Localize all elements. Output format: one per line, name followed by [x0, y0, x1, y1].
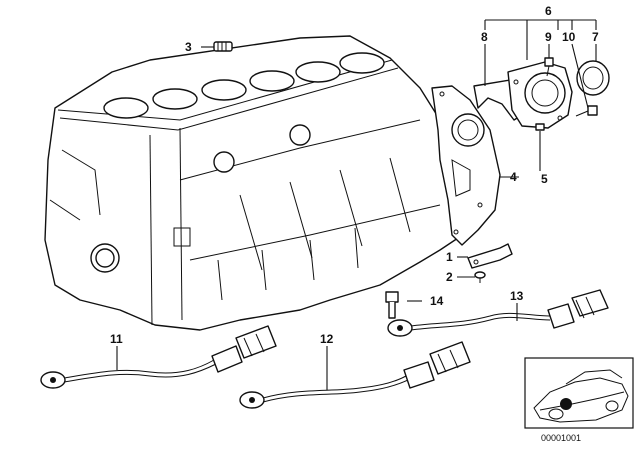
callout-3: 3 — [185, 40, 192, 54]
part-1-bracket[interactable] — [467, 243, 513, 269]
car-location-inset[interactable] — [524, 357, 634, 429]
callout-10: 10 — [562, 30, 576, 44]
callout-8: 8 — [481, 30, 488, 44]
callout-7: 7 — [592, 30, 599, 44]
callout-13: 13 — [510, 289, 524, 303]
leader-lines — [116, 19, 597, 390]
callout-1: 1 — [446, 250, 453, 264]
car-icon — [533, 369, 629, 423]
callout-4: 4 — [510, 170, 517, 184]
part-11-knock-sensor[interactable] — [40, 325, 277, 389]
engine-location-marker-icon — [560, 398, 572, 410]
part-3-stud[interactable] — [213, 41, 233, 52]
callout-2: 2 — [446, 270, 453, 284]
callout-11: 11 — [110, 332, 123, 346]
callout-5: 5 — [541, 172, 548, 186]
part-14-bolt[interactable] — [385, 291, 399, 319]
callout-9: 9 — [545, 30, 552, 44]
part-2-screw[interactable] — [474, 271, 486, 283]
part-13-knock-sensor[interactable] — [387, 289, 609, 337]
part-4-gasket[interactable] — [431, 85, 501, 246]
part-12-knock-sensor[interactable] — [239, 341, 471, 409]
callout-6: 6 — [545, 4, 552, 18]
callout-14: 14 — [430, 294, 444, 308]
engine-block[interactable] — [44, 35, 471, 331]
part-5-dowel[interactable] — [535, 123, 545, 131]
callout-12: 12 — [320, 332, 334, 346]
part-7-shaft-seal[interactable] — [576, 60, 610, 96]
part-10-bolt[interactable] — [575, 105, 598, 117]
document-id: 00001001 — [541, 433, 581, 443]
part-6-seal-carrier[interactable] — [507, 61, 573, 129]
